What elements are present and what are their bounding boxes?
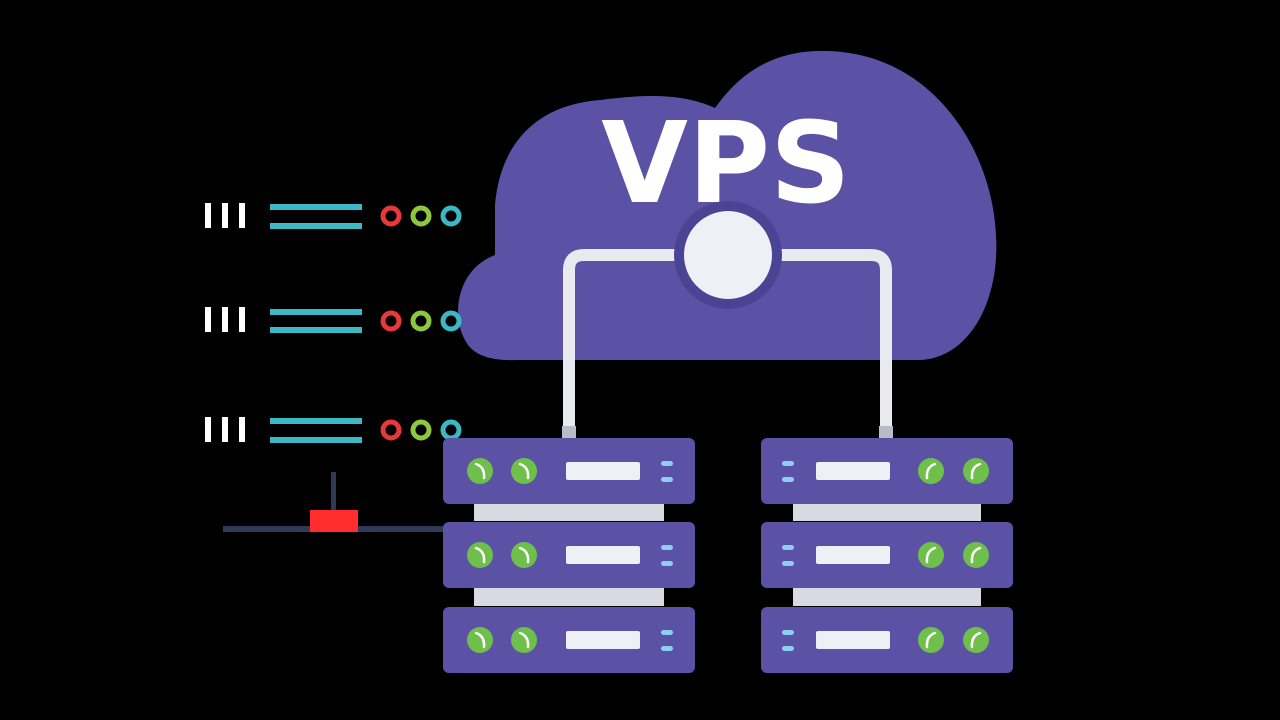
- power-led-icon: [918, 627, 944, 653]
- server-unit: [761, 607, 1013, 673]
- server-unit: [761, 522, 1013, 588]
- power-led-icon: [511, 627, 537, 653]
- status-green-icon: [410, 419, 432, 441]
- status-indicators: [380, 310, 462, 332]
- bars-icon: [205, 307, 245, 332]
- indicator-dot: [661, 630, 673, 635]
- power-led-icon: [511, 458, 537, 484]
- indicator-dot: [782, 461, 794, 466]
- drive-slot: [816, 631, 890, 649]
- rack-gap: [474, 503, 664, 521]
- drive-slot: [566, 462, 640, 480]
- lines-icon: [270, 309, 362, 333]
- power-led-icon: [467, 458, 493, 484]
- power-led-icon: [963, 627, 989, 653]
- server-unit: [443, 522, 695, 588]
- power-led-icon: [511, 542, 537, 568]
- network-node: [310, 510, 358, 532]
- status-green-icon: [410, 205, 432, 227]
- power-led-icon: [918, 458, 944, 484]
- power-led-icon: [467, 542, 493, 568]
- bars-icon: [205, 417, 245, 442]
- rack-gap: [793, 588, 981, 606]
- status-indicators: [380, 205, 462, 227]
- status-teal-icon: [440, 419, 462, 441]
- power-led-icon: [963, 542, 989, 568]
- status-red-icon: [380, 419, 402, 441]
- status-teal-icon: [440, 205, 462, 227]
- indicator-dot: [661, 545, 673, 550]
- indicator-dot: [782, 630, 794, 635]
- status-panel: [205, 203, 462, 443]
- hub-core: [684, 211, 772, 299]
- status-indicators: [380, 419, 462, 441]
- indicator-dot: [782, 545, 794, 550]
- rack-gap: [793, 503, 981, 521]
- indicator-dot: [782, 561, 794, 566]
- network-node-icon: [223, 472, 453, 532]
- status-red-icon: [380, 205, 402, 227]
- indicator-dot: [661, 477, 673, 482]
- server-unit: [443, 607, 695, 673]
- power-led-icon: [963, 458, 989, 484]
- indicator-dot: [661, 561, 673, 566]
- server-unit: [761, 438, 1013, 504]
- drive-slot: [566, 546, 640, 564]
- lines-icon: [270, 204, 362, 229]
- status-green-icon: [410, 310, 432, 332]
- indicator-dot: [782, 477, 794, 482]
- status-teal-icon: [440, 310, 462, 332]
- indicator-dot: [782, 646, 794, 651]
- rack-gap: [474, 588, 664, 606]
- server-unit: [443, 438, 695, 504]
- server-rack-left: [443, 438, 695, 673]
- drive-slot: [816, 546, 890, 564]
- indicator-dot: [661, 461, 673, 466]
- bars-icon: [205, 203, 245, 228]
- lines-icon: [270, 418, 362, 443]
- network-line-vertical: [331, 472, 336, 530]
- status-row: [205, 203, 462, 229]
- status-row: [205, 417, 462, 443]
- connector-cap-left: [562, 426, 576, 438]
- connector-cap-right: [879, 426, 893, 438]
- status-red-icon: [380, 310, 402, 332]
- power-led-icon: [918, 542, 944, 568]
- server-rack-right: [761, 438, 1013, 673]
- power-led-icon: [467, 627, 493, 653]
- indicator-dot: [661, 646, 673, 651]
- status-row: [205, 307, 462, 333]
- hub-node-icon: [674, 201, 782, 309]
- drive-slot: [816, 462, 890, 480]
- drive-slot: [566, 631, 640, 649]
